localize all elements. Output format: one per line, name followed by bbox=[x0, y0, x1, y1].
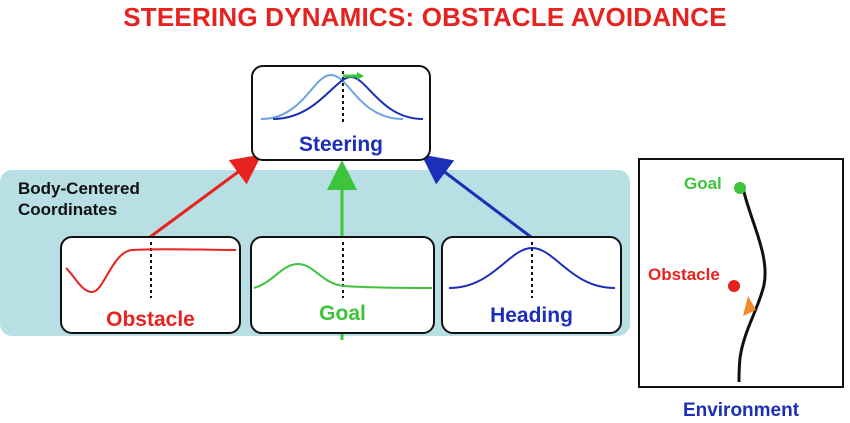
band-label-line2: Coordinates bbox=[18, 200, 118, 219]
goal-box: Goal bbox=[250, 236, 435, 334]
body-centered-label: Body-Centered Coordinates bbox=[18, 178, 140, 220]
heading-curve bbox=[448, 242, 616, 298]
obstacle-to-steering-arrow bbox=[149, 154, 262, 239]
goal-label: Goal bbox=[319, 302, 366, 325]
goal-curve bbox=[253, 242, 433, 298]
environment-scene bbox=[728, 182, 767, 383]
steering-box: Steering bbox=[251, 65, 431, 161]
env-obstacle-label: Obstacle bbox=[648, 265, 720, 284]
environment-panel: Goal Obstacle bbox=[638, 158, 844, 388]
obstacle-dot bbox=[728, 280, 740, 292]
steering-curves bbox=[260, 71, 424, 123]
heading-to-steering-arrow bbox=[421, 154, 532, 239]
heading-label: Heading bbox=[490, 304, 573, 327]
heading-box: Heading bbox=[441, 236, 622, 334]
obstacle-curve bbox=[65, 242, 237, 298]
band-label-line1: Body-Centered bbox=[18, 179, 140, 198]
goal-dot bbox=[734, 182, 746, 194]
agent-heading-marker bbox=[743, 296, 756, 316]
steering-label: Steering bbox=[298, 133, 384, 156]
diagram-title: STEERING DYNAMICS: OBSTACLE AVOIDANCE bbox=[123, 2, 727, 32]
obstacle-box: Obstacle bbox=[60, 236, 241, 334]
environment-label: Environment bbox=[682, 400, 800, 421]
obstacle-label: Obstacle bbox=[106, 308, 195, 331]
env-goal-label: Goal bbox=[684, 174, 722, 193]
